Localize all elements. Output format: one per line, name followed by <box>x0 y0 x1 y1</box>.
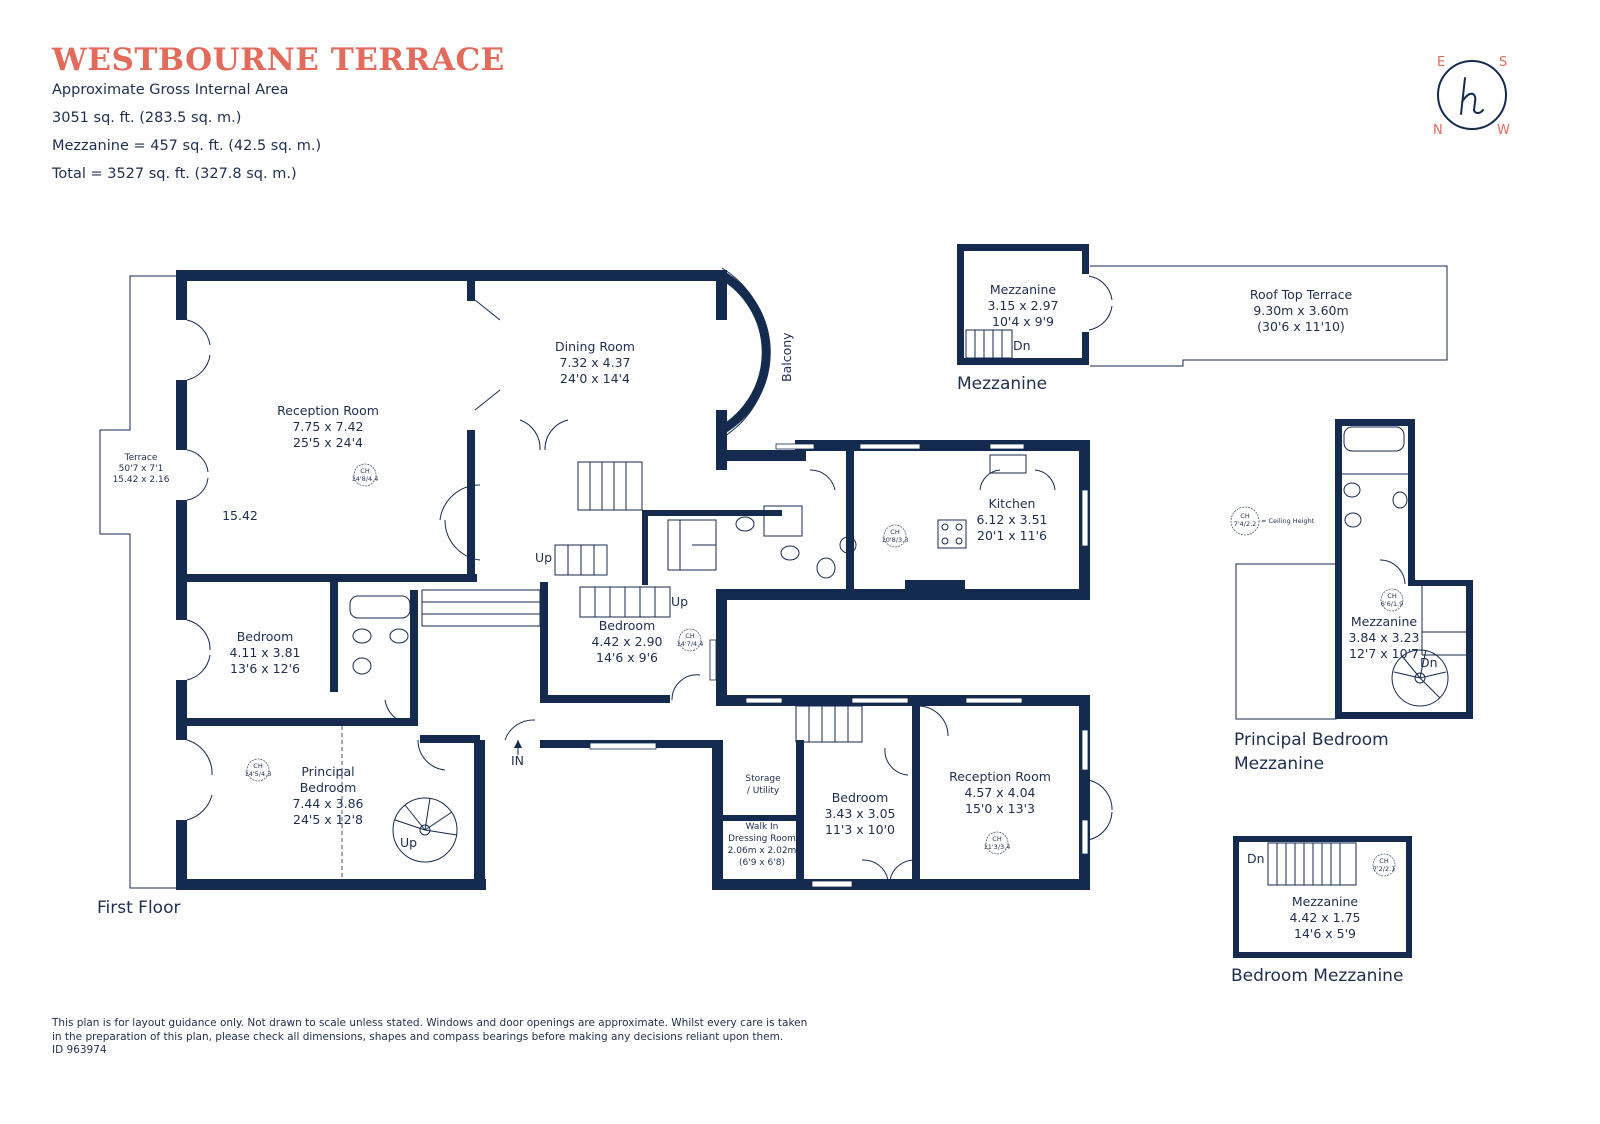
dimension-15-42: 15.42 <box>222 508 258 523</box>
walkin-name: Walk In <box>746 822 779 832</box>
bedroom-small-metric: 3.43 x 3.05 <box>824 806 895 821</box>
mezzanine-roof-plan: Mezzanine 3.15 x 2.97 10'4 x 9'9 Dn Roof… <box>957 244 1448 394</box>
area-total: Total = 3527 sq. ft. (327.8 sq. m.) <box>52 166 297 182</box>
terrace-imperial: 50'7 x 7'1 <box>119 464 164 474</box>
pb-mezz-ch-value: 6'6/1.9 <box>1381 600 1404 608</box>
dining-room-imperial: 24'0 x 14'4 <box>560 371 630 386</box>
property-title: WESTBOURNE TERRACE <box>52 42 505 78</box>
dining-room-metric: 7.32 x 4.37 <box>559 355 630 370</box>
reception-ch-value: 14'8/4.4 <box>352 475 379 483</box>
disclaimer-line-1: This plan is for layout guidance only. N… <box>52 1017 808 1029</box>
stairs-up-label-2: Up <box>671 594 688 609</box>
pb-mezz-imperial: 12'7 x 10'7 <box>1349 646 1419 661</box>
principal-mezzanine-plan: CH 7'4/2.2 = Ceiling Height CH 6'6/ <box>1230 419 1473 774</box>
stairs-up-label-1: Up <box>535 550 552 565</box>
bedroom-mid-metric: 4.42 x 2.90 <box>591 634 662 649</box>
bedroom-mid-name: Bedroom <box>599 618 656 633</box>
walkin-name-2: Dressing Room <box>728 834 796 844</box>
reception-room-name: Reception Room <box>277 403 379 418</box>
compass-s: S <box>1499 55 1507 70</box>
bed-mezz-ch-label: CH <box>1379 857 1389 865</box>
terrace-name: Terrace <box>124 453 158 463</box>
bedroom-small-name: Bedroom <box>832 790 889 805</box>
principal-name-2: Bedroom <box>300 780 357 795</box>
bedroom-mid-ch-value: 14'7/4.4 <box>677 640 704 648</box>
kitchen-ch-value: 10'8/3.3 <box>882 536 909 544</box>
principal-metric: 7.44 x 3.86 <box>292 796 363 811</box>
principal-ch-value: 14'5/4.3 <box>245 770 272 778</box>
principal-mezz-caption-2: Mezzanine <box>1234 754 1324 774</box>
mezz-top-metric: 3.15 x 2.97 <box>987 298 1058 313</box>
bedroom-mezzanine-plan: Dn CH 7'2/2.1 Mezzanine 4.42 x 1.75 14'6… <box>1231 836 1412 986</box>
entrance-label: IN <box>511 753 524 768</box>
pb-mezz-metric: 3.84 x 3.23 <box>1348 630 1419 645</box>
ceiling-height-legend: = Ceiling Height <box>1261 517 1315 525</box>
reception2-metric: 4.57 x 4.04 <box>964 785 1035 800</box>
disclaimer-line-2: in the preparation of this plan, please … <box>52 1030 784 1043</box>
bedroom-left-name: Bedroom <box>237 629 294 644</box>
reception2-imperial: 15'0 x 13'3 <box>965 801 1035 816</box>
compass-n: N <box>1433 123 1443 138</box>
principal-imperial: 24'5 x 12'8 <box>293 812 363 827</box>
kitchen-name: Kitchen <box>989 496 1036 511</box>
kitchen-imperial: 20'1 x 11'6 <box>977 528 1047 543</box>
bed-mezz-dn: Dn <box>1247 851 1265 866</box>
bedroom-left-metric: 4.11 x 3.81 <box>229 645 300 660</box>
mezz-top-imperial: 10'4 x 9'9 <box>992 314 1054 329</box>
bed-mezz-ch-value: 7'2/2.1 <box>1373 865 1396 873</box>
kitchen-ch-label: CH <box>890 528 900 536</box>
walkin-imperial: (6'9 x 6'8) <box>739 858 785 868</box>
legend-ch-label: CH <box>1240 512 1250 520</box>
roof-terrace-metric: 9.30m x 3.60m <box>1253 303 1348 318</box>
roof-terrace-name: Roof Top Terrace <box>1250 287 1353 302</box>
mezz-top-dn: Dn <box>1013 338 1031 353</box>
first-floor-plan <box>99 267 1113 890</box>
compass-e: E <box>1437 55 1445 70</box>
balcony-label: Balcony <box>779 332 794 382</box>
area-subtitle: Approximate Gross Internal Area <box>52 82 289 98</box>
pb-mezz-dn: Dn <box>1420 655 1438 670</box>
first-floor-caption: First Floor <box>97 898 180 918</box>
stairs-up-label-3: Up <box>400 835 417 850</box>
bedroom-mid-imperial: 14'6 x 9'6 <box>596 650 658 665</box>
bed-mezz-name: Mezzanine <box>1292 894 1359 909</box>
compass-logo-icon: E S N W <box>1433 55 1510 138</box>
terrace-metric: 15.42 x 2.16 <box>113 475 170 485</box>
principal-ch-label: CH <box>253 762 263 770</box>
bed-mezz-imperial: 14'6 x 5'9 <box>1294 926 1356 941</box>
area-mezzanine: Mezzanine = 457 sq. ft. (42.5 sq. m.) <box>52 138 322 154</box>
bedroom-small-imperial: 11'3 x 10'0 <box>825 822 895 837</box>
first-floor-labels: Reception Room 7.75 x 7.42 25'5 x 24'4 C… <box>97 332 1051 918</box>
bedroom-mid-ch-label: CH <box>685 632 695 640</box>
mezz-top-name: Mezzanine <box>990 282 1057 297</box>
bed-mezz-metric: 4.42 x 1.75 <box>1289 910 1360 925</box>
pb-mezz-ch-label: CH <box>1387 592 1397 600</box>
kitchen-metric: 6.12 x 3.51 <box>976 512 1047 527</box>
reception2-ch-value: 11'3/3.4 <box>984 843 1011 851</box>
legend-ch-value: 7'4/2.2 <box>1234 520 1257 528</box>
principal-mezz-caption-1: Principal Bedroom <box>1234 730 1389 750</box>
reception2-name: Reception Room <box>949 769 1051 784</box>
dining-room-name: Dining Room <box>555 339 635 354</box>
mezzanine-caption: Mezzanine <box>957 374 1047 394</box>
reception-room-metric: 7.75 x 7.42 <box>292 419 363 434</box>
compass-w: W <box>1497 123 1510 138</box>
roof-terrace-imperial: (30'6 x 11'10) <box>1257 319 1345 334</box>
bedroom-mezz-caption: Bedroom Mezzanine <box>1231 966 1403 986</box>
area-main: 3051 sq. ft. (283.5 sq. m.) <box>52 110 242 126</box>
reception-room-imperial: 25'5 x 24'4 <box>293 435 363 450</box>
bedroom-left-imperial: 13'6 x 12'6 <box>230 661 300 676</box>
disclaimer: This plan is for layout guidance only. N… <box>52 1017 807 1058</box>
plan-id: ID 963974 <box>52 1044 107 1056</box>
reception-ch-label: CH <box>360 467 370 475</box>
pb-mezz-name: Mezzanine <box>1351 614 1418 629</box>
principal-name-1: Principal <box>301 764 354 779</box>
reception2-ch-label: CH <box>992 835 1002 843</box>
storage-name: Storage <box>745 774 781 784</box>
walkin-metric: 2.06m x 2.02m <box>728 846 797 856</box>
storage-name-2: / Utility <box>747 786 780 796</box>
